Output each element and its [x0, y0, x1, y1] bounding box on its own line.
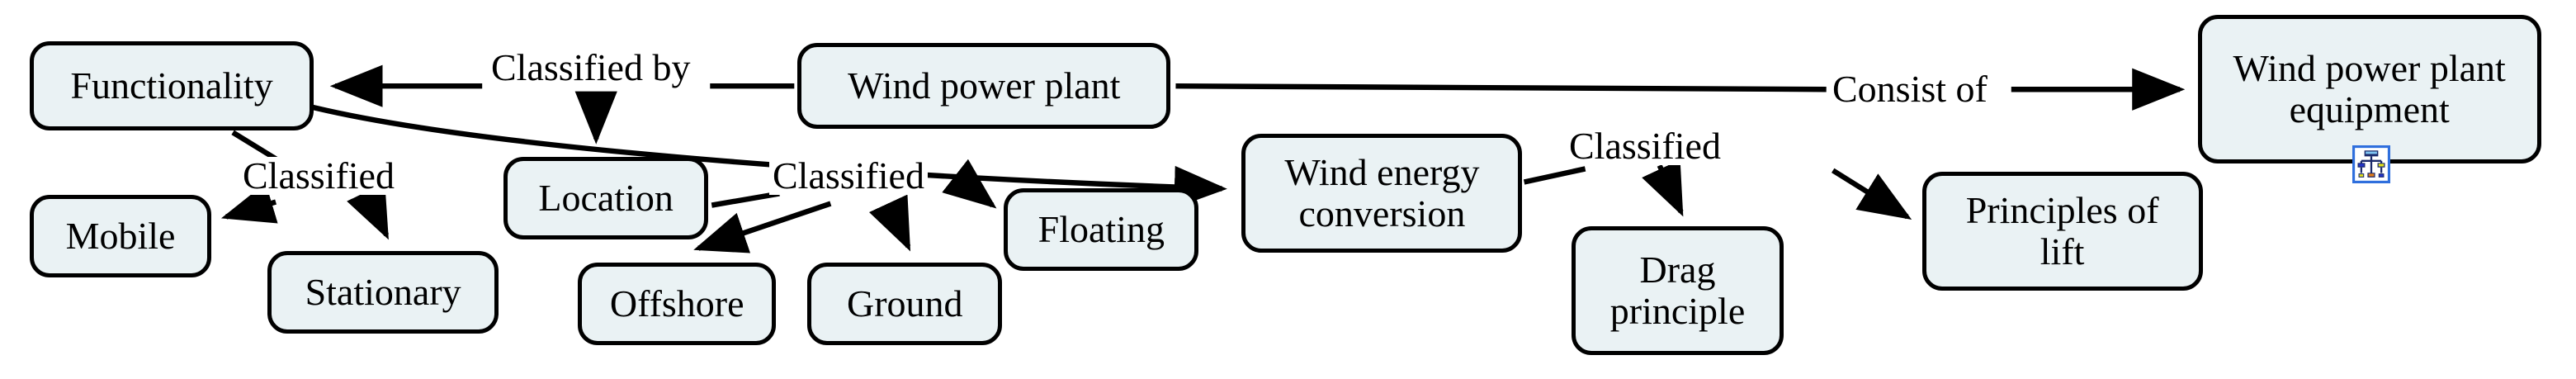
node-label: Drag principle	[1609, 249, 1746, 333]
node-functionality[interactable]: Functionality	[30, 41, 314, 131]
node-label: Wind power plant	[848, 64, 1121, 107]
edge-classified-mobile	[220, 182, 278, 224]
node-floating[interactable]: Floating	[1004, 188, 1199, 272]
edge-classified-dragprinciple	[1642, 159, 1684, 217]
edge-classified-offshore	[693, 201, 832, 253]
node-label: Offshore	[609, 282, 744, 325]
node-label: Wind energy conversion	[1284, 151, 1480, 235]
edge-label-classified-location: Classified	[769, 157, 928, 195]
hierarchy-icon[interactable]	[2352, 145, 2390, 183]
node-label: Wind power plant equipment	[2233, 47, 2506, 131]
edge-classified-ground	[868, 194, 911, 252]
node-ground[interactable]: Ground	[807, 263, 1003, 346]
edge-label-consist-of: Consist of	[1829, 70, 1991, 108]
node-principles-of-lift[interactable]: Principles of lift	[1921, 172, 2203, 291]
node-label: Mobile	[65, 215, 176, 258]
node-label: Location	[538, 177, 674, 220]
node-label: Ground	[846, 282, 963, 325]
edge-windenergy-classified	[1523, 166, 1586, 185]
edge-windpowerplant-consistof	[1175, 83, 1827, 92]
node-mobile[interactable]: Mobile	[30, 195, 212, 278]
edge-label-classified-wind-energy: Classified	[1566, 127, 1724, 165]
edge-functionality-windenergy	[306, 103, 1227, 209]
node-offshore[interactable]: Offshore	[578, 263, 777, 346]
edge-classified-principleslift	[1832, 168, 1912, 220]
node-label: Floating	[1037, 208, 1165, 251]
edge-label-classified-functionality: Classified	[239, 157, 398, 195]
node-location[interactable]: Location	[503, 157, 709, 240]
node-label: Functionality	[70, 64, 273, 107]
edge-label-classified-by: Classified by	[488, 49, 694, 87]
node-stationary[interactable]: Stationary	[267, 251, 499, 334]
node-drag-principle[interactable]: Drag principle	[1572, 226, 1784, 356]
node-wind-energy-conversion[interactable]: Wind energy conversion	[1241, 134, 1523, 253]
edge-classified-floating	[942, 159, 997, 209]
node-wind-power-plant-equipment[interactable]: Wind power plant equipment	[2197, 15, 2541, 164]
node-wind-power-plant[interactable]: Wind power plant	[797, 43, 1171, 130]
node-label: Principles of lift	[1965, 189, 2159, 273]
edge-location-classified	[711, 191, 780, 208]
edge-classified-stationary	[347, 182, 390, 240]
node-label: Stationary	[305, 271, 461, 314]
